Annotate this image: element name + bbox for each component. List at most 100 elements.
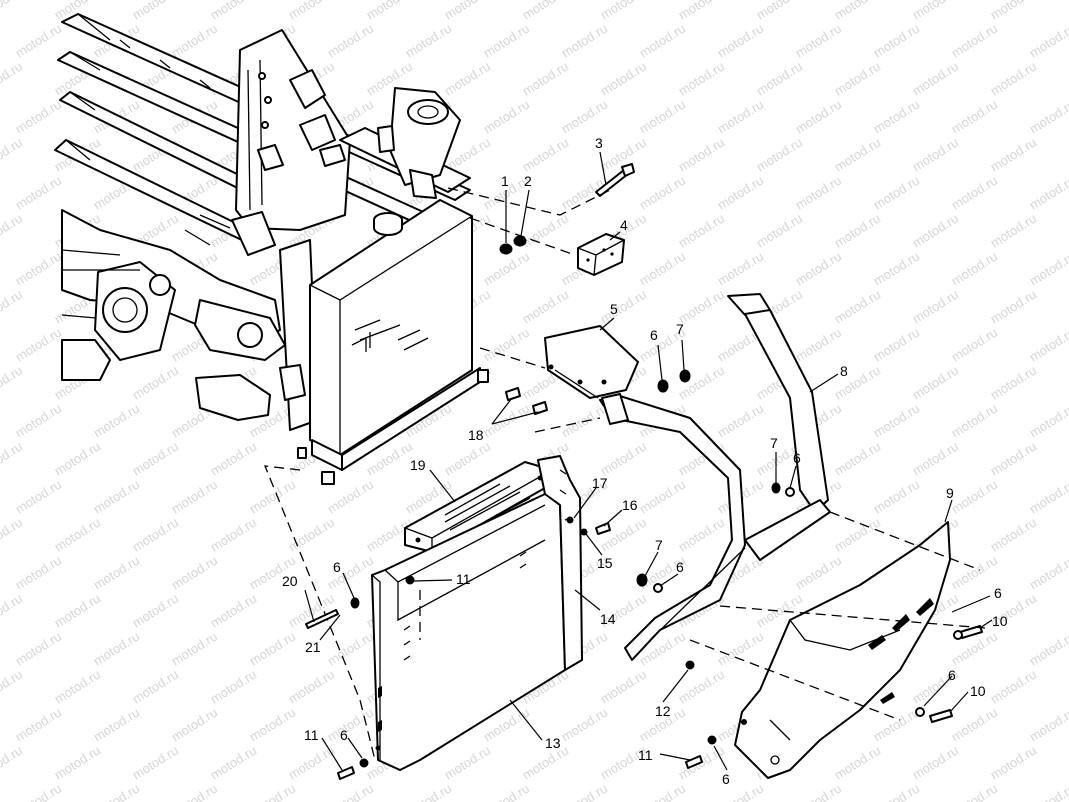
watermark-text: motod.ru bbox=[559, 705, 610, 745]
watermark-text: motod.ru bbox=[988, 59, 1039, 99]
watermark-text: motod.ru bbox=[13, 401, 64, 441]
callout-17: 17 bbox=[592, 475, 608, 491]
watermark-text: motod.ru bbox=[442, 59, 493, 99]
callout-11c: 11 bbox=[638, 747, 653, 763]
watermark-text: motod.ru bbox=[793, 325, 844, 365]
watermark-text: motod.ru bbox=[598, 59, 649, 99]
leader-lines bbox=[304, 151, 993, 771]
watermark-text: motod.ru bbox=[169, 477, 220, 517]
watermark-text: motod.ru bbox=[1027, 781, 1069, 802]
watermark-text: motod.ru bbox=[286, 515, 337, 555]
callout-13: 13 bbox=[545, 735, 561, 751]
watermark-text: motod.ru bbox=[559, 401, 610, 441]
watermark-text: motod.ru bbox=[832, 287, 883, 327]
watermark-text: motod.ru bbox=[1027, 249, 1069, 289]
watermark-text: motod.ru bbox=[949, 249, 1000, 289]
watermark-text: motod.ru bbox=[559, 781, 610, 802]
watermark-text: motod.ru bbox=[715, 629, 766, 669]
watermark-text: motod.ru bbox=[832, 59, 883, 99]
watermark-text: motod.ru bbox=[871, 97, 922, 137]
watermark-text: motod.ru bbox=[988, 439, 1039, 479]
callout-19: 19 bbox=[410, 457, 426, 473]
watermark-text: motod.ru bbox=[247, 629, 298, 669]
watermark-text: motod.ru bbox=[481, 21, 532, 61]
callout-12: 12 bbox=[655, 703, 671, 719]
watermark-text: motod.ru bbox=[403, 781, 454, 802]
watermark-text: motod.ru bbox=[13, 325, 64, 365]
watermark-text: motod.ru bbox=[910, 287, 961, 327]
watermark-text: motod.ru bbox=[1027, 477, 1069, 517]
watermark-text: motod.ru bbox=[988, 515, 1039, 555]
watermark-text: motod.ru bbox=[208, 743, 259, 783]
watermark-text: motod.ru bbox=[91, 477, 142, 517]
watermark-text: motod.ru bbox=[832, 135, 883, 175]
callout-7b: 7 bbox=[770, 435, 778, 451]
watermark-text: motod.ru bbox=[559, 21, 610, 61]
watermark-text: motod.ru bbox=[910, 0, 961, 23]
watermark-text: motod.ru bbox=[988, 363, 1039, 403]
watermark-text: motod.ru bbox=[0, 667, 25, 707]
watermark-text: motod.ru bbox=[949, 705, 1000, 745]
watermark-text: motod.ru bbox=[871, 401, 922, 441]
watermark-text: motod.ru bbox=[910, 135, 961, 175]
watermark-text: motod.ru bbox=[91, 629, 142, 669]
skid-plate-9 bbox=[689, 511, 986, 779]
watermark-text: motod.ru bbox=[0, 363, 25, 403]
front-bumper-8 bbox=[599, 293, 831, 661]
watermark-text: motod.ru bbox=[715, 401, 766, 441]
watermark-text: motod.ru bbox=[832, 0, 883, 23]
watermark-text: motod.ru bbox=[130, 363, 181, 403]
watermark-text: motod.ru bbox=[676, 515, 727, 555]
watermark-text: motod.ru bbox=[13, 249, 64, 289]
watermark-text: motod.ru bbox=[130, 667, 181, 707]
watermark-text: motod.ru bbox=[793, 97, 844, 137]
watermark-text: motod.ru bbox=[1027, 173, 1069, 213]
watermark-text: motod.ru bbox=[988, 135, 1039, 175]
watermark-text: motod.ru bbox=[754, 59, 805, 99]
watermark-text: motod.ru bbox=[520, 287, 571, 327]
watermark-text: motod.ru bbox=[871, 705, 922, 745]
watermark-text: motod.ru bbox=[676, 667, 727, 707]
watermark-text: motod.ru bbox=[871, 325, 922, 365]
callout-7c: 7 bbox=[655, 537, 663, 553]
watermark-text: motod.ru bbox=[52, 591, 103, 631]
watermark-text: motod.ru bbox=[13, 477, 64, 517]
callout-16: 16 bbox=[622, 497, 638, 513]
watermark-text: motod.ru bbox=[130, 0, 181, 23]
watermark-text: motod.ru bbox=[910, 743, 961, 783]
bracket-plate-5 bbox=[479, 325, 691, 415]
watermark-text: motod.ru bbox=[949, 401, 1000, 441]
watermark-text: motod.ru bbox=[637, 781, 688, 802]
radiator bbox=[297, 199, 489, 485]
hardware-group-top bbox=[447, 163, 635, 276]
watermark-text: motod.ru bbox=[871, 173, 922, 213]
watermark-text: motod.ru bbox=[949, 477, 1000, 517]
watermark-text: motod.ru bbox=[1027, 325, 1069, 365]
watermark-text: motod.ru bbox=[715, 249, 766, 289]
watermark-text: motod.ru bbox=[481, 325, 532, 365]
watermark-text: motod.ru bbox=[325, 781, 376, 802]
callout-21: 21 bbox=[305, 639, 321, 655]
watermark-text: motod.ru bbox=[169, 629, 220, 669]
watermark-text: motod.ru bbox=[598, 439, 649, 479]
watermark-text: motod.ru bbox=[598, 0, 649, 23]
watermark-text: motod.ru bbox=[754, 0, 805, 23]
watermark-text: motod.ru bbox=[13, 629, 64, 669]
callout-4: 4 bbox=[620, 217, 628, 233]
watermark-text: motod.ru bbox=[949, 781, 1000, 802]
watermark-text: motod.ru bbox=[871, 21, 922, 61]
watermark-text: motod.ru bbox=[52, 439, 103, 479]
watermark-text: motod.ru bbox=[286, 0, 337, 23]
watermark-text: motod.ru bbox=[832, 211, 883, 251]
watermark-text: motod.ru bbox=[637, 173, 688, 213]
watermark-text: motod.ru bbox=[793, 781, 844, 802]
watermark-text: motod.ru bbox=[208, 0, 259, 23]
watermark-text: motod.ru bbox=[910, 211, 961, 251]
callout-11a: 11 bbox=[456, 571, 471, 587]
watermark-text: motod.ru bbox=[910, 439, 961, 479]
watermark-text: motod.ru bbox=[208, 515, 259, 555]
watermark-text: motod.ru bbox=[0, 211, 25, 251]
callout-10b: 10 bbox=[970, 683, 986, 699]
callout-15: 15 bbox=[597, 555, 613, 571]
